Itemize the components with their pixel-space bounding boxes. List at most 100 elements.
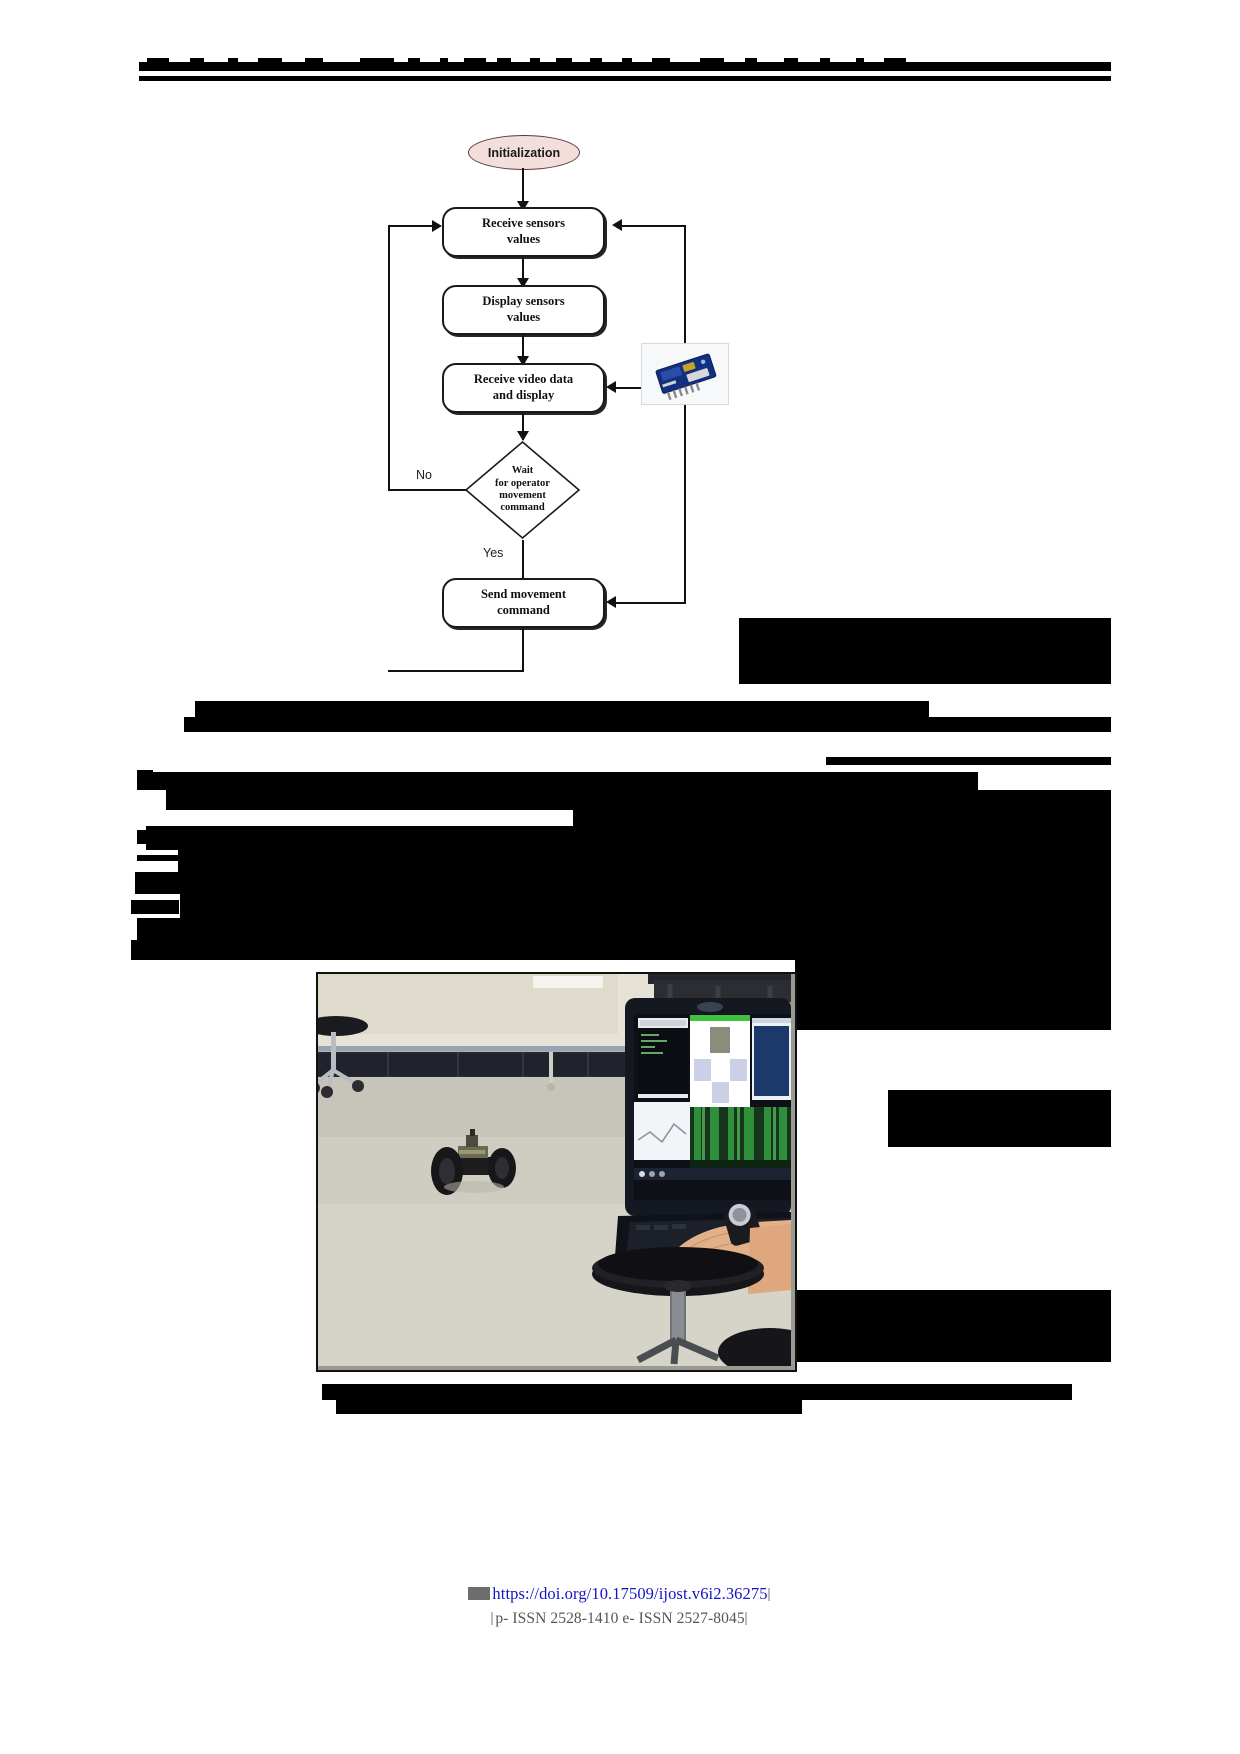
arrowhead-left bbox=[612, 219, 622, 231]
arrowhead-right bbox=[432, 220, 442, 232]
flow-node-label-line1: Receive sensors bbox=[482, 216, 565, 231]
arrowhead-left bbox=[606, 381, 616, 393]
flow-node-label-line2: command bbox=[497, 603, 550, 617]
bluetooth-module-illustration bbox=[642, 344, 728, 404]
flow-node-label-line1: Display sensors bbox=[482, 294, 565, 309]
header-redaction-bar bbox=[190, 58, 204, 64]
body-redaction-line bbox=[888, 1090, 1111, 1147]
header-redaction-bar bbox=[147, 58, 169, 64]
footer-issn-line: p- ISSN 2528-1410 e- ISSN 2527-8045 bbox=[0, 1610, 1240, 1628]
flow-node-label-line4: command bbox=[500, 502, 545, 514]
flow-node-label-line1: Send movement bbox=[480, 587, 567, 602]
header-redaction-bar bbox=[139, 62, 933, 71]
header-redaction-bar bbox=[530, 58, 540, 64]
photo-caption-redaction-line2 bbox=[336, 1400, 802, 1414]
arrowhead-down bbox=[517, 431, 529, 441]
header-redaction-bar bbox=[784, 58, 798, 64]
issn-text: p- ISSN 2528-1410 e- ISSN 2527-8045 bbox=[495, 1610, 745, 1627]
flow-node-display-sensors: Display sensors values bbox=[442, 285, 605, 335]
header-redaction-bar bbox=[652, 58, 670, 64]
edge-no-to-receive bbox=[388, 225, 434, 227]
arrowhead-down bbox=[517, 356, 529, 366]
body-redaction-line bbox=[1086, 1008, 1111, 1024]
flow-node-receive-video: Receive video data and display bbox=[442, 363, 605, 413]
edge-yes-branch bbox=[522, 540, 524, 598]
edge-bluetooth-to-video bbox=[614, 387, 642, 389]
photo-illustration bbox=[318, 974, 791, 1366]
header-redaction-bar bbox=[408, 58, 420, 64]
header-redaction-bar bbox=[820, 58, 830, 64]
header-redaction-bar bbox=[360, 58, 394, 64]
edge-return-to-receive bbox=[620, 225, 686, 227]
header-redaction-bar bbox=[745, 58, 757, 64]
body-redaction-line bbox=[178, 850, 1111, 872]
footer-edge-mark-left bbox=[491, 1612, 494, 1625]
flow-node-label-line2: values bbox=[506, 232, 541, 246]
footer-edge-mark bbox=[767, 1588, 770, 1601]
body-redaction-line bbox=[795, 1290, 1111, 1362]
edge-send-return-right bbox=[614, 602, 686, 604]
footer-edge-mark-right bbox=[744, 1612, 747, 1625]
arrowhead-down bbox=[517, 201, 529, 211]
header-redaction-bar bbox=[497, 58, 511, 64]
flow-node-receive-sensors: Receive sensors values bbox=[442, 207, 605, 257]
body-redaction-line bbox=[180, 894, 1111, 918]
body-redaction-line bbox=[131, 900, 179, 914]
body-redaction-line bbox=[135, 872, 1111, 894]
arrowhead-left bbox=[606, 596, 616, 608]
footer-doi-line: https://doi.org/10.17509/ijost.v6i2.3627… bbox=[0, 1584, 1240, 1604]
flow-node-label-line1: Wait bbox=[511, 465, 534, 477]
header-redaction-bar bbox=[590, 58, 602, 64]
edge-label-yes: Yes bbox=[483, 546, 504, 560]
header-redaction-bar bbox=[622, 58, 632, 64]
body-redaction-line bbox=[137, 770, 153, 776]
edge-receive-to-display bbox=[522, 257, 524, 285]
flow-node-label: Initialization bbox=[487, 145, 561, 160]
edge-display-to-video bbox=[522, 335, 524, 363]
control-program-flowchart: Initialization Receive sensors values Di… bbox=[380, 125, 740, 690]
body-redaction-line bbox=[573, 790, 1111, 826]
diamond-shape bbox=[464, 440, 581, 540]
header-redaction-bar bbox=[228, 58, 238, 64]
flow-node-label-line2: and display bbox=[492, 388, 555, 402]
body-redaction-line bbox=[1010, 940, 1111, 960]
body-redaction-line bbox=[137, 772, 978, 790]
header-rule bbox=[139, 76, 1111, 81]
flow-node-initialization: Initialization bbox=[468, 135, 580, 170]
body-redaction-line bbox=[166, 790, 574, 810]
edge-label-no: No bbox=[416, 468, 432, 482]
flow-node-send-movement: Send movement command bbox=[442, 578, 605, 628]
right-margin-redaction-block bbox=[739, 618, 1111, 684]
header-redaction-bar bbox=[464, 58, 486, 64]
header-redaction-bar bbox=[305, 58, 323, 64]
figure-caption-redaction-line2 bbox=[184, 717, 1111, 732]
edge-init-to-receive bbox=[522, 168, 524, 207]
body-redaction-line bbox=[146, 826, 1111, 850]
figure-caption-redaction bbox=[195, 701, 929, 717]
header-redaction-bar bbox=[884, 58, 906, 64]
flow-node-wait-decision: Wait for operator movement command bbox=[464, 440, 581, 540]
body-redaction-line bbox=[137, 855, 183, 861]
header-redaction-bar bbox=[556, 58, 572, 64]
body-redaction-line bbox=[826, 757, 1111, 765]
body-redaction-line bbox=[795, 960, 1111, 1030]
header-rule-right bbox=[930, 62, 1111, 71]
edge-return-riser bbox=[684, 225, 686, 603]
body-redaction-line bbox=[131, 940, 1011, 960]
edge-send-bottom-return bbox=[388, 670, 524, 672]
body-redaction-line bbox=[137, 830, 151, 844]
footer-redaction-mark bbox=[468, 1587, 491, 1600]
flow-node-label-line3: movement bbox=[499, 490, 546, 501]
flow-node-label-group: Wait for operator movement command bbox=[464, 440, 581, 540]
bluetooth-module-image bbox=[641, 343, 729, 405]
body-redaction-line bbox=[586, 918, 1111, 940]
doi-link[interactable]: https://doi.org/10.17509/ijost.v6i2.3627… bbox=[492, 1584, 768, 1603]
header-redaction-bar bbox=[700, 58, 724, 64]
flow-node-label-line2: values bbox=[506, 310, 541, 324]
edge-no-branch bbox=[388, 489, 466, 491]
edge-video-to-decision bbox=[522, 413, 524, 440]
edge-no-riser bbox=[388, 225, 390, 491]
photo-caption-redaction bbox=[322, 1384, 1072, 1400]
robot-teleoperation-photo bbox=[316, 972, 797, 1372]
header-redaction-bar bbox=[440, 58, 448, 64]
